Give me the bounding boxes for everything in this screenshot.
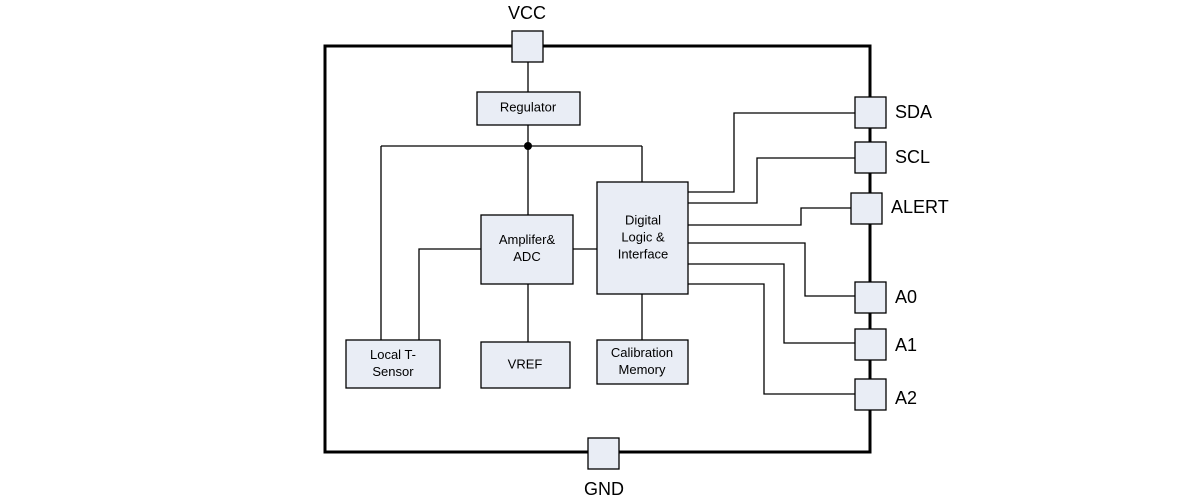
pin-label-scl: SCL bbox=[895, 147, 930, 167]
pin-scl bbox=[854, 141, 887, 174]
connection-wires bbox=[380, 62, 855, 395]
pin-label-alert: ALERT bbox=[891, 197, 949, 217]
pin-sda bbox=[854, 96, 887, 129]
wire-digital-a2 bbox=[688, 283, 855, 395]
wire-digital-a0 bbox=[688, 242, 855, 297]
label-line: Regulator bbox=[500, 99, 557, 114]
wire-digital-alert bbox=[688, 207, 851, 226]
vref-label: VREF bbox=[508, 356, 543, 371]
label-line: Digital bbox=[625, 212, 661, 227]
wire-sensor-amplifier bbox=[418, 248, 481, 340]
block-local-sensor: Local T- Sensor bbox=[345, 339, 441, 389]
local-sensor-label: Local T- Sensor bbox=[370, 347, 416, 379]
pin-gnd bbox=[587, 437, 620, 470]
pin-label-sda: SDA bbox=[895, 102, 932, 122]
pin-label-a0: A0 bbox=[895, 287, 917, 307]
label-line: VREF bbox=[508, 356, 543, 371]
pin-label-a2: A2 bbox=[895, 388, 917, 408]
amplifier-adc-label: Amplifer&ADC bbox=[499, 232, 556, 264]
wire-digital-sda bbox=[688, 112, 855, 193]
pin-label-a1: A1 bbox=[895, 335, 917, 355]
label-line: Local T- bbox=[370, 347, 416, 362]
pin-a0 bbox=[854, 281, 887, 314]
wire-digital-scl bbox=[688, 157, 855, 204]
junction-node bbox=[524, 142, 532, 150]
block-regulator: Regulator bbox=[476, 91, 581, 126]
label-line: ADC bbox=[513, 249, 540, 264]
label-line: Calibration bbox=[611, 345, 673, 360]
pin-a2 bbox=[854, 378, 887, 411]
label-line: Sensor bbox=[372, 364, 414, 379]
label-line: Logic & bbox=[621, 229, 665, 244]
block-amplifier-adc: Amplifer&ADC bbox=[480, 214, 574, 285]
block-vref: VREF bbox=[480, 341, 571, 389]
pin-alert bbox=[850, 192, 883, 225]
pin-a1 bbox=[854, 328, 887, 361]
wire-digital-a1 bbox=[688, 263, 855, 344]
label-line: Amplifer& bbox=[499, 232, 556, 247]
regulator-label: Regulator bbox=[500, 99, 557, 114]
pin-label-gnd: GND bbox=[584, 479, 624, 499]
label-line: Memory bbox=[619, 362, 666, 377]
pin-vcc bbox=[511, 30, 544, 63]
pin-label-vcc: VCC bbox=[508, 3, 546, 23]
label-line: Interface bbox=[618, 246, 669, 261]
